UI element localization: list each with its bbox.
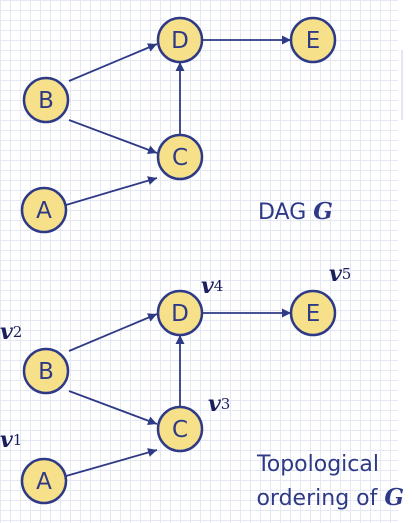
order-label-v2: v2 — [0, 319, 22, 345]
edge-a-c — [65, 448, 158, 477]
svg-text:E: E — [306, 301, 321, 327]
order-label-v4: v4 — [201, 273, 223, 299]
svg-text:D: D — [171, 301, 189, 327]
dag-caption: DAG G — [258, 198, 333, 225]
svg-text:E: E — [306, 28, 321, 54]
edge-a-c — [65, 176, 158, 206]
svg-text:A: A — [36, 469, 52, 495]
node-d: D — [156, 16, 204, 64]
node-e: E — [289, 16, 337, 64]
node-b: B — [22, 347, 70, 395]
edge-b-c — [68, 119, 158, 155]
right-margin — [398, 0, 412, 523]
svg-text:B: B — [38, 88, 54, 114]
node-d: D — [156, 289, 204, 337]
svg-text:C: C — [172, 145, 188, 171]
svg-text:C: C — [172, 417, 188, 443]
topological-ordering-diagram: D E B C A v4 v5 v2 v3 v1 Topological ord… — [0, 261, 404, 511]
node-a: A — [20, 186, 68, 234]
svg-text:B: B — [38, 359, 54, 385]
node-c: C — [156, 133, 204, 181]
node-e: E — [289, 289, 337, 337]
order-label-v5: v5 — [329, 261, 351, 287]
topo-caption-line1: Topological — [256, 452, 379, 477]
node-a: A — [20, 457, 68, 505]
svg-text:A: A — [36, 198, 52, 224]
dag-diagram: D E B C A DAG G — [20, 16, 337, 234]
order-label-v3: v3 — [208, 391, 230, 417]
topo-caption-line2: ordering of G — [256, 484, 404, 511]
svg-text:D: D — [171, 28, 189, 54]
edge-b-d — [68, 313, 158, 352]
edge-b-c — [68, 390, 158, 426]
order-label-v1: v1 — [0, 427, 22, 453]
node-b: B — [22, 76, 70, 124]
edge-b-d — [68, 43, 158, 82]
node-c: C — [156, 405, 204, 453]
